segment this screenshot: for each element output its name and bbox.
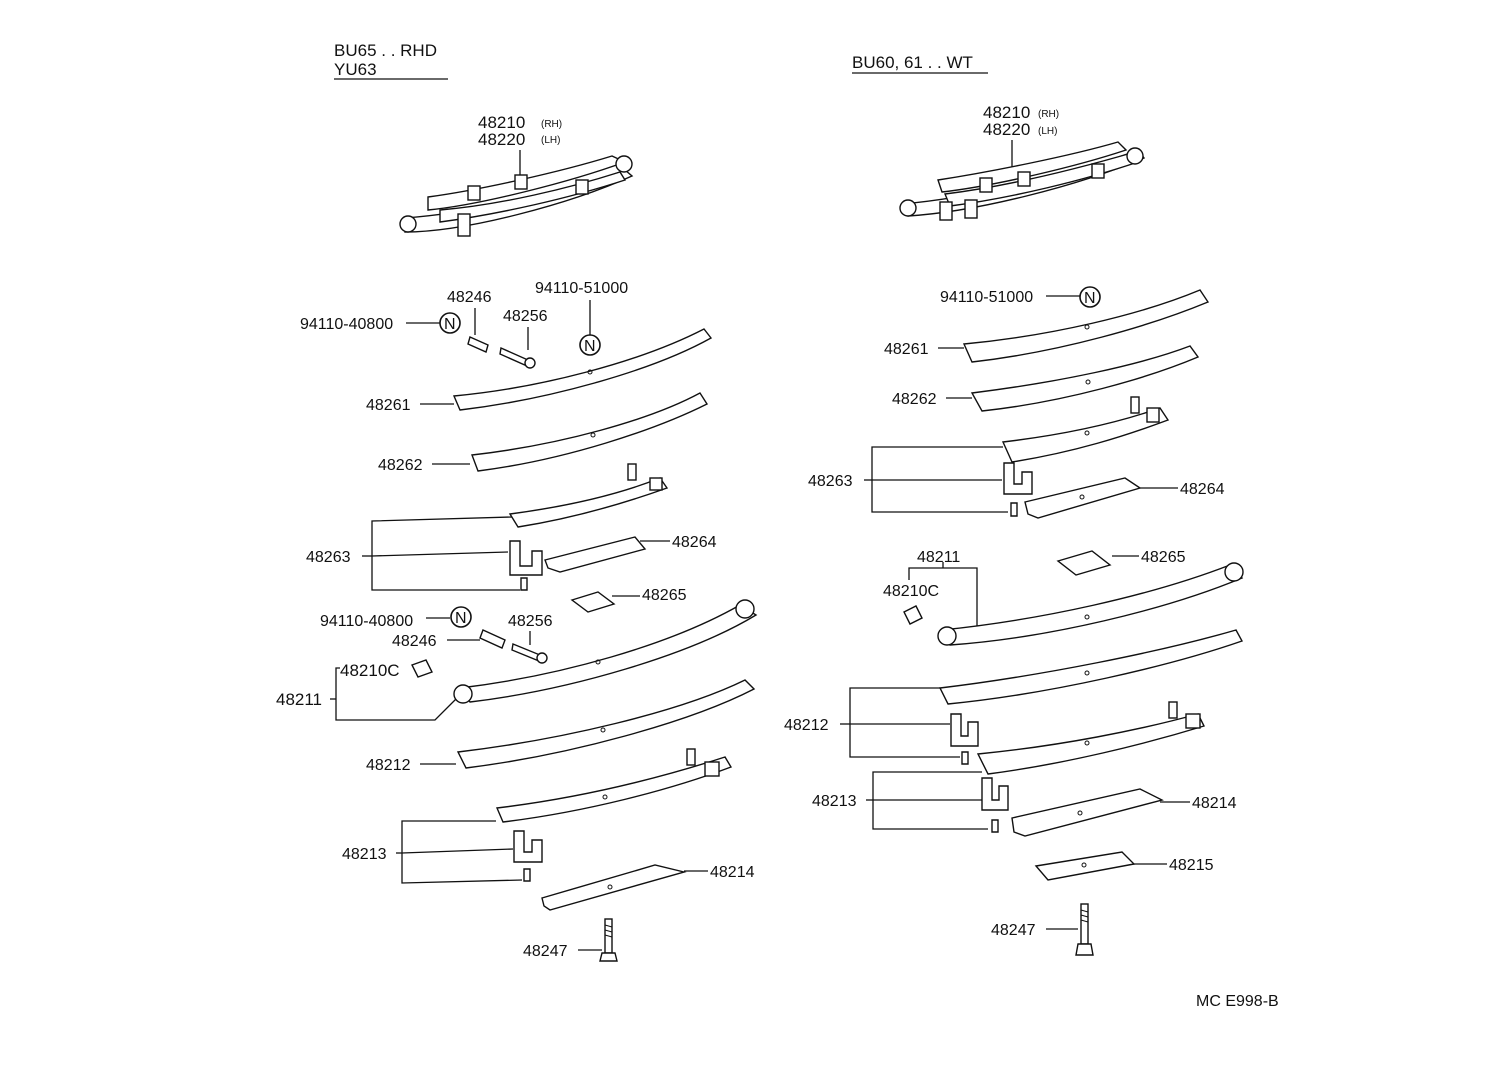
left-leaf-48262 (471, 392, 709, 472)
left-leaf-48261 (452, 328, 713, 411)
right-header: BU60, 61 . . WT (852, 53, 973, 72)
svg-text:N: N (444, 316, 456, 333)
right-leaf-48212 (938, 629, 1244, 705)
left-label-48210C: 48210C (340, 661, 400, 680)
left-leaf-48263 (508, 477, 669, 528)
left-pin-48246-mid (479, 629, 506, 649)
left-leaf-48212 (456, 679, 756, 769)
left-new-part-icon-3: N (450, 606, 472, 628)
right-clip-48212 (950, 713, 979, 747)
left-label-94110-51000: 94110-51000 (535, 280, 628, 297)
right-label-48211: 48211 (917, 549, 960, 566)
left-leaf-spring-assembly-drawing (399, 155, 634, 237)
left-assembly-rh-number: 48210 (478, 113, 525, 132)
left-label-48246-mid: 48246 (392, 633, 437, 650)
left-label-48262: 48262 (378, 457, 423, 474)
svg-text:N: N (584, 338, 596, 355)
left-new-part-icon-2: N (579, 334, 601, 356)
left-label-48211: 48211 (276, 690, 322, 709)
right-label-48261: 48261 (884, 341, 929, 358)
right-leaf-48264 (1024, 477, 1142, 519)
right-label-48265: 48265 (1141, 549, 1186, 566)
right-label-48247: 48247 (991, 922, 1036, 939)
left-label-48264: 48264 (672, 534, 717, 551)
right-pad-48265 (1056, 550, 1112, 576)
left-label-48247: 48247 (523, 943, 568, 960)
right-assembly-lh-number: 48220 (983, 120, 1030, 139)
left-label-48246-top: 48246 (447, 289, 492, 306)
right-leaf-48213 (976, 713, 1205, 775)
left-label-48263: 48263 (306, 549, 351, 566)
diagram-code: MC E998-B (1196, 993, 1279, 1010)
left-header-line2: YU63 (334, 60, 377, 79)
right-label-48263: 48263 (808, 473, 853, 490)
left-leaf-48264 (544, 536, 647, 573)
left-assembly-rh-tag: (RH) (541, 119, 562, 130)
left-label-48214: 48214 (710, 864, 755, 881)
right-label-48210C: 48210C (883, 583, 939, 600)
right-main-leaf-48211 (940, 564, 1244, 646)
left-leaf-48214 (541, 864, 687, 911)
left-new-part-icon-1: N (439, 312, 461, 334)
left-label-94110-40800-mid: 94110-40800 (320, 613, 413, 630)
left-rivet-48213 (523, 868, 531, 882)
svg-text:N: N (455, 610, 467, 627)
left-label-48213: 48213 (342, 846, 387, 863)
right-bushing-48210C (903, 605, 923, 625)
left-label-48212: 48212 (366, 757, 411, 774)
right-assembly-rh-number: 48210 (983, 103, 1030, 122)
left-bolt-48256-top (499, 346, 536, 369)
right-label-48212: 48212 (784, 717, 829, 734)
right-label-48215: 48215 (1169, 857, 1214, 874)
left-panel: BU65 . . RHD YU63 48210 (RH) 48220 (LH) … (276, 41, 758, 962)
right-label-48214: 48214 (1192, 795, 1237, 812)
left-header-line1: BU65 . . RHD (334, 41, 437, 60)
left-main-leaf-48211 (458, 604, 758, 703)
right-clip-48213 (981, 777, 1009, 811)
left-rivet-48263 (520, 577, 528, 591)
right-assembly-rh-tag: (RH) (1038, 109, 1059, 120)
right-leaf-48261 (962, 289, 1210, 363)
right-label-48213: 48213 (812, 793, 857, 810)
left-label-48265: 48265 (642, 587, 687, 604)
right-rivet-48212 (961, 751, 969, 765)
left-assembly-lh-number: 48220 (478, 130, 525, 149)
right-leaf-48262 (970, 345, 1200, 412)
left-pin-48246-top (467, 336, 489, 353)
left-clip-48213 (513, 830, 543, 863)
left-bushing-48210C (411, 659, 433, 678)
right-panel: BU60, 61 . . WT 48210 (RH) 48220 (LH) 94… (784, 53, 1244, 956)
right-clip-48263 (1003, 462, 1033, 495)
left-label-48256-top: 48256 (503, 308, 548, 325)
right-center-bolt-48247 (1075, 903, 1094, 956)
right-leaf-48215 (1034, 851, 1136, 881)
right-leaf-48214 (1011, 788, 1164, 837)
left-label-48261: 48261 (366, 397, 411, 414)
svg-text:N: N (1084, 290, 1096, 307)
right-label-94110-51000: 94110-51000 (940, 289, 1033, 306)
left-bolt-48256-mid (511, 643, 548, 664)
right-label-48262: 48262 (892, 391, 937, 408)
left-label-94110-40800-top: 94110-40800 (300, 316, 393, 333)
right-rivet-48213 (991, 819, 999, 833)
left-assembly-lh-tag: (LH) (541, 135, 560, 146)
left-leaf-48213 (495, 756, 733, 823)
right-label-48264: 48264 (1180, 481, 1225, 498)
right-assembly-lh-tag: (LH) (1038, 126, 1057, 137)
right-leaf-spring-assembly-drawing (899, 141, 1146, 221)
left-label-48256-mid: 48256 (508, 613, 553, 630)
left-pad-48265 (570, 591, 616, 613)
left-center-bolt-48247 (599, 918, 618, 962)
right-rivet-48263 (1010, 502, 1018, 517)
right-new-part-icon: N (1079, 286, 1101, 308)
left-clip-48263 (509, 540, 543, 576)
